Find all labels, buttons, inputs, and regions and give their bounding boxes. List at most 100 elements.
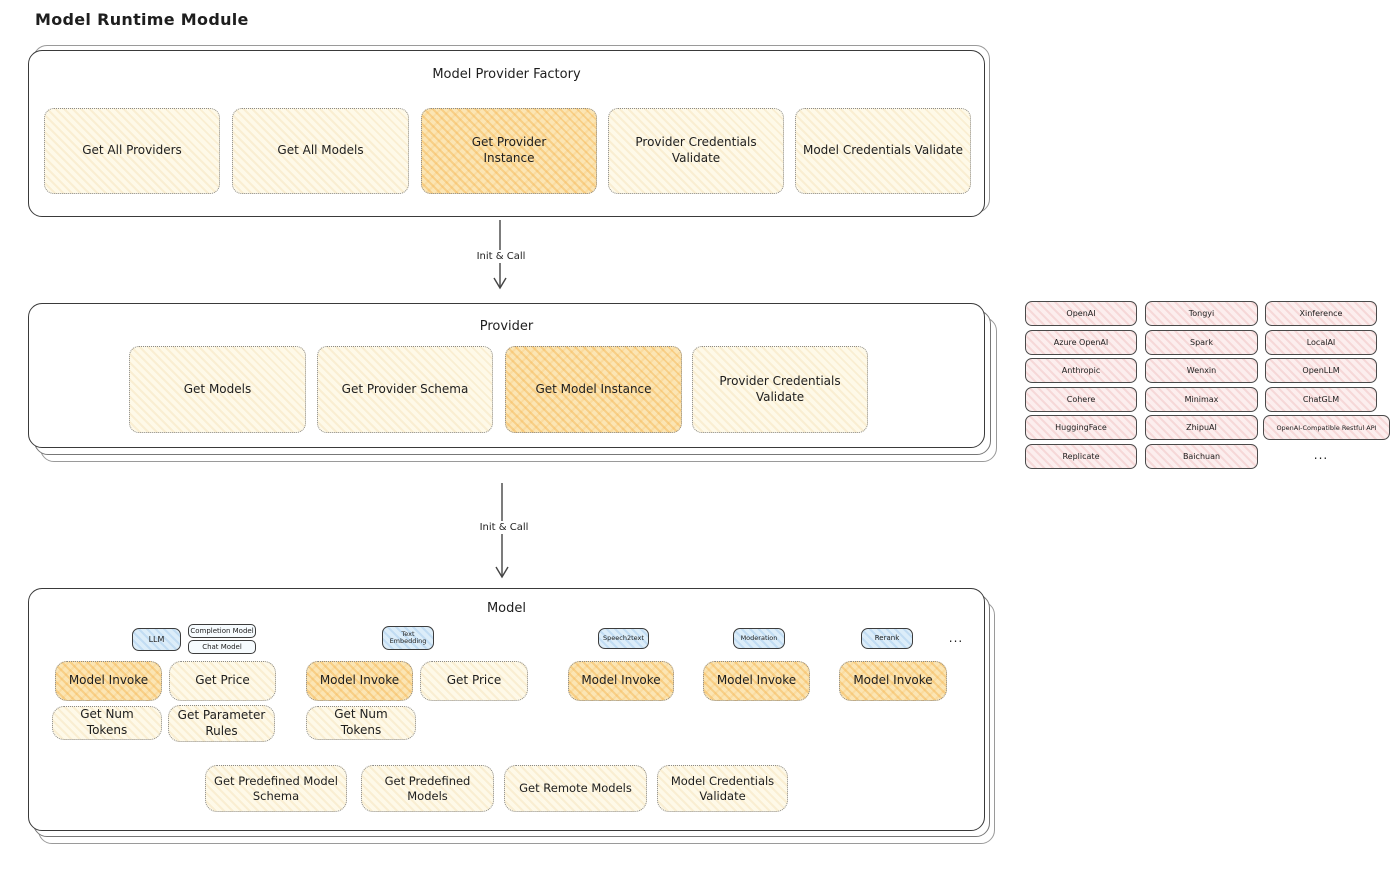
tag-label: Text Embedding [389, 629, 427, 645]
op-get-provider-instance: Get Provider Instance [421, 108, 597, 194]
arrow-label-init-call-top: Init & Call [459, 250, 543, 263]
op-label: Get Predefined Model Schema [214, 773, 338, 803]
vendor-label: Replicate [1062, 452, 1100, 461]
op-label: Model Invoke [319, 673, 400, 688]
op-label: Get Num Tokens [334, 707, 388, 737]
vendor-label: ZhipuAI [1186, 423, 1217, 432]
tag-label: Rerank [874, 634, 900, 643]
tag-more-ellipsis: ... [948, 631, 964, 645]
op-get-model-instance: Get Model Instance [505, 346, 682, 433]
op-get-provider-schema: Get Provider Schema [317, 346, 493, 433]
vendor-cohere: Cohere [1025, 387, 1137, 412]
vendor-label: Xinference [1299, 309, 1343, 318]
op-model-credentials-validate-2: Model Credentials Validate [657, 765, 788, 812]
page-title: Model Runtime Module [35, 10, 249, 29]
vendor-xinference: Xinference [1265, 301, 1377, 326]
provider-frame: Provider Get Models Get Provider Schema … [28, 303, 985, 448]
vendor-label: Spark [1190, 338, 1213, 347]
vendor-label: Anthropic [1061, 366, 1101, 375]
op-label: Get Parameter Rules [177, 707, 266, 738]
vendor-openai: OpenAI [1025, 301, 1137, 326]
vendor-openllm: OpenLLM [1265, 358, 1377, 383]
model-title: Model [486, 601, 527, 616]
tag-label: Moderation [740, 633, 778, 642]
op-model-invoke-speech2text: Model Invoke [568, 661, 674, 701]
op-get-price-llm: Get Price [169, 661, 276, 701]
op-label: Get Model Instance [535, 381, 652, 396]
vendor-replicate: Replicate [1025, 444, 1137, 469]
vendor-anthropic: Anthropic [1025, 358, 1137, 383]
vendor-label: Tongyi [1188, 309, 1215, 318]
vendor-label: OpenAI [1066, 309, 1096, 318]
provider-title: Provider [479, 319, 534, 334]
op-provider-credentials-validate: Provider Credentials Validate [608, 108, 784, 194]
op-get-remote-models: Get Remote Models [504, 765, 647, 812]
op-provider-credentials-validate-2: Provider Credentials Validate [692, 346, 868, 433]
op-model-invoke-llm: Model Invoke [55, 661, 162, 701]
vendor-label: OpenLLM [1302, 366, 1340, 375]
tag-chat-model: Chat Model [188, 640, 256, 654]
vendor-spark: Spark [1145, 330, 1258, 355]
vendor-label: Cohere [1066, 395, 1096, 404]
tag-text-embedding: Text Embedding [382, 626, 434, 650]
tag-label: Speech2text [603, 633, 644, 642]
vendor-zhipuai: ZhipuAI [1145, 415, 1258, 440]
op-get-predefined-models: Get Predefined Models [361, 765, 494, 812]
vendor-label: Azure OpenAI [1053, 338, 1109, 347]
op-model-invoke-text-embedding: Model Invoke [306, 661, 413, 701]
vendor-tongyi: Tongyi [1145, 301, 1258, 326]
tag-completion-model: Completion Model [188, 624, 256, 638]
op-label: Get All Providers [82, 143, 182, 158]
op-get-price-text-embedding: Get Price [420, 661, 528, 701]
vendor-chatglm: ChatGLM [1265, 387, 1377, 412]
op-get-parameter-rules: Get Parameter Rules [168, 705, 275, 742]
op-label: Provider Credentials Validate [719, 373, 841, 404]
tag-label: Completion Model [190, 626, 254, 635]
op-get-predefined-model-schema: Get Predefined Model Schema [205, 765, 347, 812]
op-model-credentials-validate: Model Credentials Validate [795, 108, 971, 194]
vendor-label: Baichuan [1182, 452, 1221, 461]
tag-rerank: Rerank [861, 628, 913, 649]
op-label: Model Invoke [716, 673, 797, 688]
op-label: Get Num Tokens [80, 707, 134, 737]
op-label: Model Invoke [853, 673, 933, 688]
vendor-label: ChatGLM [1302, 395, 1340, 404]
tag-speech2text: Speech2text [598, 628, 649, 649]
vendor-openai-compatible: OpenAI-Compatible Restful API [1263, 415, 1390, 440]
op-get-all-models: Get All Models [232, 108, 409, 194]
op-label: Get Price [195, 673, 250, 688]
op-label: Model Invoke [68, 673, 149, 688]
op-label: Provider Credentials Validate [635, 135, 757, 165]
vendor-label: HuggingFace [1055, 423, 1107, 432]
op-label: Get Provider Instance [471, 135, 547, 165]
op-get-num-tokens-text-embedding: Get Num Tokens [306, 706, 416, 740]
vendor-baichuan: Baichuan [1145, 444, 1258, 469]
vendor-localai: LocalAI [1265, 330, 1377, 355]
op-label: Model Credentials Validate [802, 143, 964, 158]
op-label: Get Remote Models [519, 781, 632, 796]
tag-llm: LLM [132, 628, 181, 651]
vendor-huggingface: HuggingFace [1025, 415, 1137, 440]
vendor-label: OpenAI-Compatible Restful API [1276, 423, 1377, 432]
op-label: Get Models [183, 381, 252, 396]
vendor-label: Wenxin [1186, 366, 1217, 375]
tag-label: LLM [148, 634, 165, 644]
vendor-minimax: Minimax [1145, 387, 1258, 412]
vendor-azure-openai: Azure OpenAI [1025, 330, 1137, 355]
op-label: Get Predefined Models [384, 773, 471, 803]
vendor-wenxin: Wenxin [1145, 358, 1258, 383]
vendor-label: Minimax [1184, 395, 1219, 404]
vendor-more-ellipsis: ... [1313, 448, 1329, 462]
vendor-label: LocalAI [1306, 338, 1336, 347]
op-get-models: Get Models [129, 346, 306, 433]
factory-frame: Model Provider Factory Get All Providers… [28, 50, 985, 217]
tag-label: Chat Model [202, 642, 242, 651]
tag-moderation: Moderation [733, 628, 785, 649]
op-model-invoke-moderation: Model Invoke [703, 661, 810, 701]
factory-title: Model Provider Factory [432, 67, 581, 82]
op-label: Model Invoke [581, 673, 661, 688]
arrow-label-init-call-bottom: Init & Call [462, 521, 546, 534]
op-model-invoke-rerank: Model Invoke [839, 661, 947, 701]
op-label: Get All Models [277, 143, 364, 158]
